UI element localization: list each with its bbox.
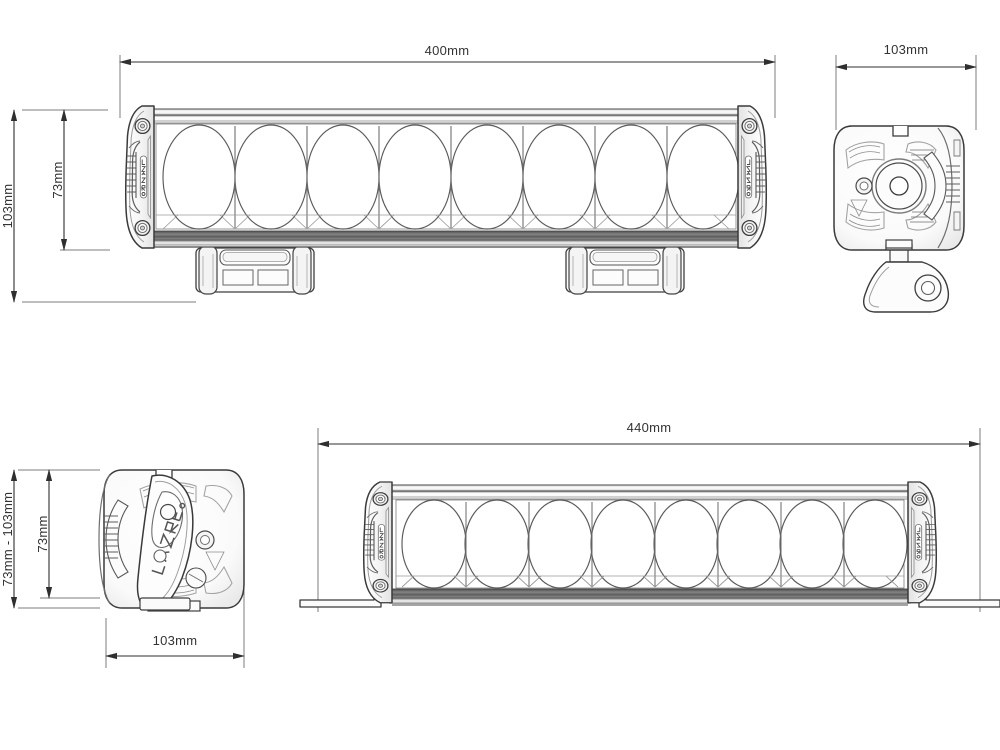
dimension-extension-lines-br — [317, 428, 981, 612]
dimension-label-width-440: 440mm — [627, 420, 672, 435]
light-bar-body-front — [389, 484, 911, 606]
dimension-label-height-range: 73mm - 103mm — [0, 492, 15, 587]
mounting-bracket-lowered — [863, 243, 950, 313]
heatsink-rail — [151, 230, 741, 241]
mounting-foot-right — [565, 245, 685, 295]
light-bar-body-side — [149, 108, 743, 248]
view-front-with-brackets: 440mm — [299, 420, 1000, 612]
dimension-label-length: 400mm — [425, 43, 470, 58]
dimension-height-73-bottom: 73mm — [35, 469, 53, 599]
mounting-foot-left — [195, 245, 315, 295]
view-end-bracket-rotated: 73mm - 103mm 73mm 103mm — [0, 469, 245, 668]
dimension-label-height-73-bottom: 73mm — [35, 515, 50, 552]
dimension-label-height-body: 73mm — [50, 161, 65, 198]
dimension-height-103: 103mm — [0, 109, 18, 303]
end-cap-right-front — [908, 482, 936, 603]
dimension-height-73: 73mm — [50, 109, 68, 251]
view-end-bracket-down: 103mm — [833, 42, 977, 313]
view-side-profile: 400mm 103mm 73mm — [0, 43, 776, 303]
dimension-length-400: 400mm — [119, 43, 776, 66]
dimension-width-103-top: 103mm — [835, 42, 977, 71]
dimension-label-width-bottom: 103mm — [153, 633, 198, 648]
end-cap-left-side — [126, 106, 154, 248]
dimension-label-width-top: 103mm — [884, 42, 929, 57]
end-cap-right-side — [738, 106, 766, 248]
dimension-height-range: 73mm - 103mm — [0, 469, 18, 609]
dimension-width-440: 440mm — [317, 420, 981, 448]
end-cap-left-front — [364, 482, 392, 603]
lens-array-front — [395, 499, 908, 589]
mounting-bracket-rotated — [136, 474, 194, 611]
end-view-body-top — [833, 125, 965, 251]
lens-array-side — [155, 123, 740, 230]
heatsink-rail-front — [391, 588, 909, 599]
dimension-width-103-bottom: 103mm — [105, 633, 245, 660]
dimension-label-height-overall: 103mm — [0, 184, 15, 229]
